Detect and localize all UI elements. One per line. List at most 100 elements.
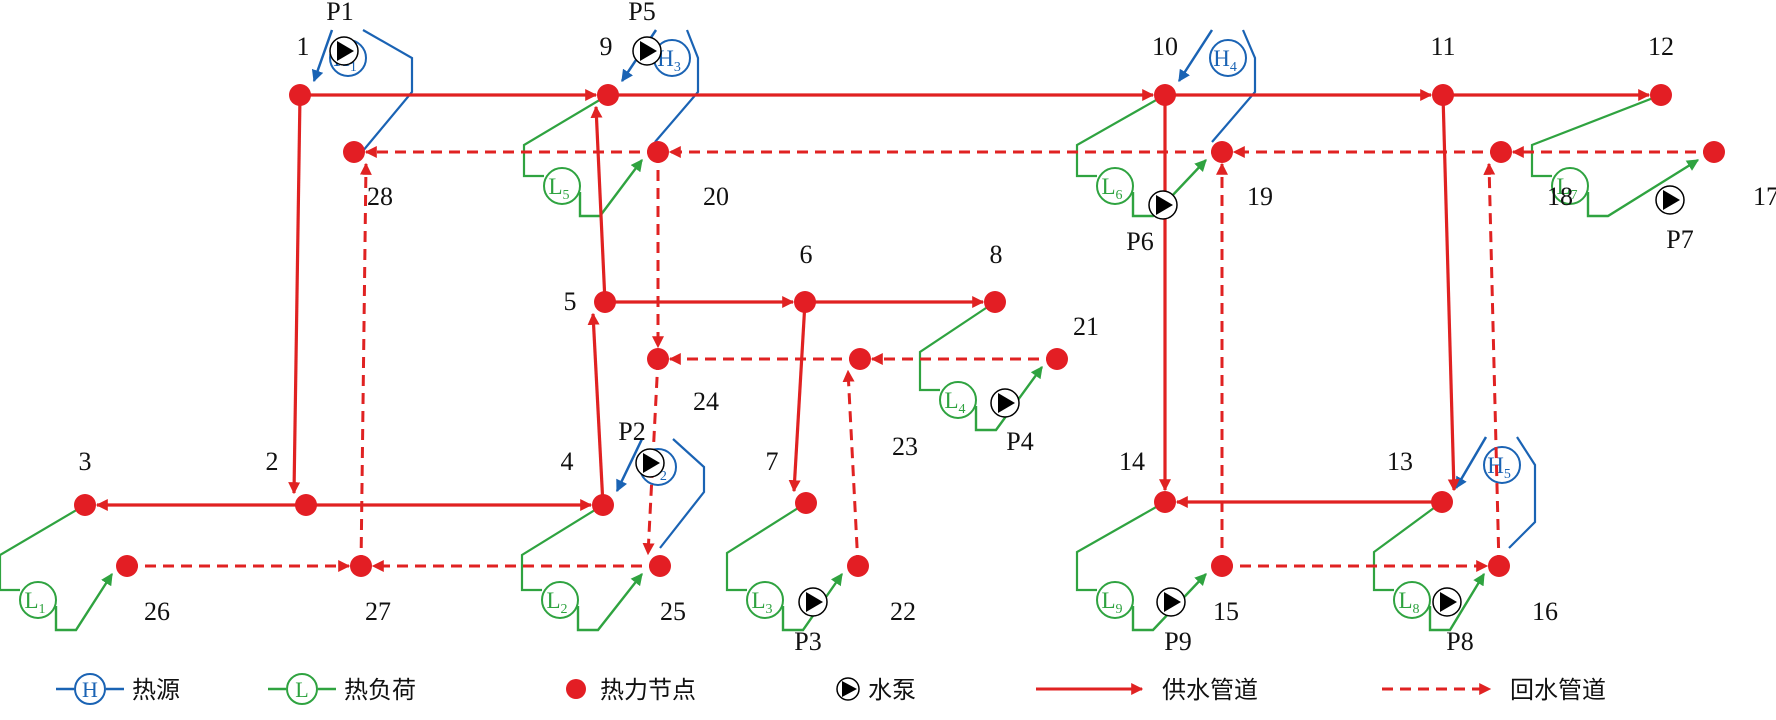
node-8 bbox=[984, 291, 1006, 313]
legend-return-pipe: 回水管道 bbox=[1382, 676, 1606, 704]
node-label-5: 5 bbox=[564, 287, 577, 316]
node-25 bbox=[649, 555, 671, 577]
supply-pipe-6-7 bbox=[788, 301, 807, 493]
node-label-7: 7 bbox=[766, 447, 779, 476]
heat-load-subscript: 2 bbox=[561, 602, 568, 617]
legend-return-label: 回水管道 bbox=[1510, 676, 1606, 704]
pump-P1 bbox=[329, 36, 359, 66]
pump-label-P5: P5 bbox=[628, 0, 655, 26]
node-9 bbox=[597, 84, 619, 106]
legend-heat-source-label: 热源 bbox=[132, 676, 180, 704]
heat-load-subscript: 8 bbox=[1413, 602, 1420, 617]
heat-load-L3: L3 bbox=[725, 502, 843, 632]
heat-load-subscript: 4 bbox=[959, 402, 966, 417]
node-14 bbox=[1154, 491, 1176, 513]
heat-load-subscript: 6 bbox=[1116, 188, 1123, 203]
pump-P4 bbox=[990, 388, 1020, 418]
node-15 bbox=[1211, 555, 1233, 577]
node-label-19: 19 bbox=[1247, 182, 1273, 211]
node-label-3: 3 bbox=[79, 447, 92, 476]
node-27 bbox=[350, 555, 372, 577]
node-10 bbox=[1154, 84, 1176, 106]
heat-load-L2: L2 bbox=[520, 504, 643, 632]
pump-P6 bbox=[1148, 190, 1178, 220]
heat-source-subscript: 5 bbox=[1504, 467, 1511, 482]
node-21 bbox=[1046, 348, 1068, 370]
pump-P2 bbox=[635, 448, 665, 478]
heat-load-L4: L4 bbox=[918, 301, 1043, 432]
legend: H 热源 L 热负荷 热力节点 水泵 供水管道 回水管道 bbox=[56, 673, 1606, 705]
heat-source-subscript: 3 bbox=[674, 60, 681, 75]
node-19 bbox=[1211, 141, 1233, 163]
heat-source-H1: H1 bbox=[311, 29, 414, 153]
pump-P7 bbox=[1655, 185, 1685, 215]
pump-label-P9: P9 bbox=[1164, 627, 1191, 656]
legend-heat-load-label: 热负荷 bbox=[344, 676, 416, 704]
pump-label-P2: P2 bbox=[618, 417, 645, 446]
pump-label-P1: P1 bbox=[326, 0, 353, 26]
node-label-9: 9 bbox=[600, 32, 613, 61]
node-20 bbox=[647, 141, 669, 163]
heat-source-subscript: 2 bbox=[660, 469, 667, 484]
node-label-23: 23 bbox=[892, 432, 918, 461]
supply-pipe-1-2 bbox=[288, 94, 302, 495]
pump-layer bbox=[329, 36, 1685, 617]
node-16 bbox=[1488, 555, 1510, 577]
node-4 bbox=[592, 494, 614, 516]
legend-pump-label: 水泵 bbox=[868, 676, 916, 704]
pump-label-P6: P6 bbox=[1126, 227, 1153, 256]
node-label-11: 11 bbox=[1430, 32, 1455, 61]
supply-pipe-11-13 bbox=[1441, 94, 1460, 492]
node-28 bbox=[343, 141, 365, 163]
node-label-26: 26 bbox=[144, 597, 170, 626]
heat-load-L7: L7 bbox=[1530, 93, 1700, 218]
heat-load-subscript: 5 bbox=[563, 188, 570, 203]
heat-load-L6: L6 bbox=[1075, 94, 1207, 218]
heat-load-subscript: 1 bbox=[39, 602, 46, 617]
pipe-layer bbox=[95, 89, 1714, 572]
node-label-4: 4 bbox=[561, 447, 574, 476]
node-3 bbox=[74, 494, 96, 516]
node-2 bbox=[295, 494, 317, 516]
node-label-20: 20 bbox=[703, 182, 729, 211]
pump-label-P4: P4 bbox=[1006, 427, 1033, 456]
node-label-8: 8 bbox=[990, 240, 1003, 269]
legend-heat-load-symbol: L bbox=[295, 677, 308, 702]
legend-supply-pipe: 供水管道 bbox=[1036, 676, 1258, 704]
node-13 bbox=[1431, 491, 1453, 513]
node-24 bbox=[647, 348, 669, 370]
heat-load-L1: L1 bbox=[0, 504, 114, 632]
node-22 bbox=[847, 555, 869, 577]
node-23 bbox=[849, 348, 871, 370]
pump-label-P7: P7 bbox=[1666, 225, 1693, 254]
pump-P9 bbox=[1156, 587, 1186, 617]
heat-source-H5: H5 bbox=[1454, 436, 1537, 549]
legend-pump: 水泵 bbox=[836, 676, 916, 704]
node-label-22: 22 bbox=[890, 597, 916, 626]
pump-label-P3: P3 bbox=[794, 627, 821, 656]
legend-heat-load: L 热负荷 bbox=[268, 673, 416, 705]
heat-source-subscript: 4 bbox=[1230, 60, 1237, 75]
heat-load-subscript: 3 bbox=[766, 602, 773, 617]
node-label-14: 14 bbox=[1119, 447, 1145, 476]
pump-P3 bbox=[798, 587, 828, 617]
node-17 bbox=[1703, 141, 1725, 163]
heat-load-L8: L8 bbox=[1372, 501, 1486, 632]
pump-label-P8: P8 bbox=[1446, 627, 1473, 656]
heat-load-L5: L5 bbox=[522, 94, 643, 218]
node-label-25: 25 bbox=[660, 597, 686, 626]
node-label-16: 16 bbox=[1532, 597, 1558, 626]
node-label-21: 21 bbox=[1073, 312, 1099, 341]
heat-source-H3: H3 bbox=[620, 29, 700, 143]
node-label-12: 12 bbox=[1648, 32, 1674, 61]
legend-heat-source-symbol: H bbox=[82, 677, 98, 702]
node-label-28: 28 bbox=[367, 182, 393, 211]
node-layer bbox=[74, 84, 1725, 577]
node-label-24: 24 bbox=[693, 387, 719, 416]
node-label-1: 1 bbox=[297, 32, 310, 61]
legend-heat-source: H 热源 bbox=[56, 673, 180, 705]
heat-source-subscript: 1 bbox=[350, 60, 357, 75]
node-label-2: 2 bbox=[266, 447, 279, 476]
